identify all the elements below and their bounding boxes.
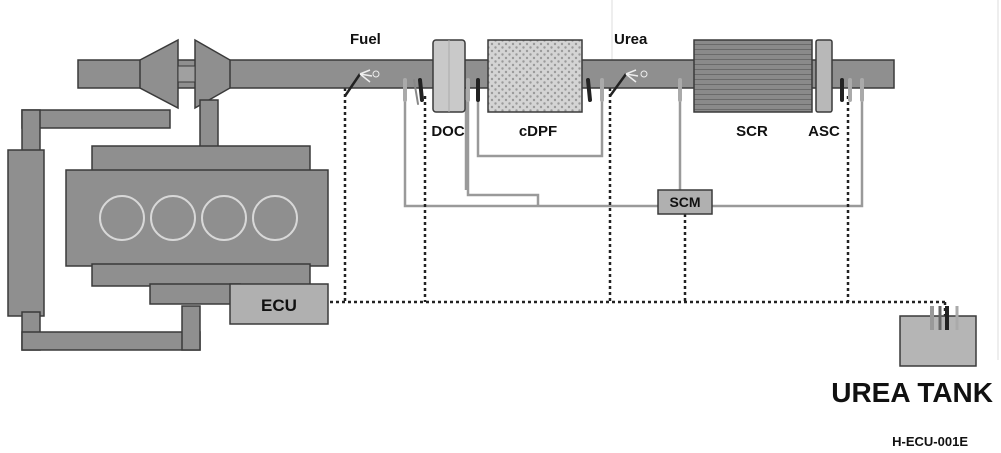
- engine-block: [65, 145, 329, 305]
- doc-label: DOC: [431, 123, 465, 140]
- doc-catalyst: [432, 39, 466, 113]
- diagram-code: H-ECU-001E: [892, 434, 968, 449]
- fuel-spray-icon: [359, 69, 373, 83]
- cylinder-4: [252, 195, 298, 241]
- ecu-label: ECU: [261, 296, 297, 315]
- urea-tank-label: UREA TANK: [831, 377, 993, 408]
- urea-injector: [608, 69, 648, 97]
- cylinder-2: [150, 195, 196, 241]
- fuel-injector: [343, 69, 380, 97]
- asc-label: ASC: [808, 123, 840, 140]
- cdpf-label: cDPF: [519, 123, 557, 140]
- ecu-module: ECU: [229, 283, 329, 325]
- scm-wiring: [403, 100, 864, 208]
- scm-label: SCM: [669, 194, 700, 210]
- urea-label: Urea: [614, 31, 648, 48]
- sensor-probe-icon: [413, 79, 419, 105]
- cylinder-3: [201, 195, 247, 241]
- ecu-signal-lines: [330, 88, 947, 316]
- turbocharger: [139, 38, 231, 110]
- exhaust-sensors: [403, 78, 864, 105]
- asc-catalyst: [815, 39, 833, 113]
- urea-spray-icon: [625, 69, 639, 83]
- cylinder-1: [99, 195, 145, 241]
- urea-tank: [899, 306, 977, 367]
- sensor-probe-icon: [586, 78, 592, 102]
- turbo-shaft: [177, 65, 196, 83]
- turbo-compressor: [139, 38, 179, 110]
- intake-piping: [7, 99, 219, 351]
- fuel-label: Fuel: [350, 31, 381, 48]
- sensor-probe-icon: [418, 78, 424, 102]
- scr-catalyst: [693, 39, 813, 113]
- cdpf-filter: [487, 39, 583, 113]
- turbo-turbine: [194, 38, 231, 110]
- intercooler: [7, 149, 45, 317]
- scm-module: SCM: [657, 189, 713, 215]
- scr-label: SCR: [736, 123, 768, 140]
